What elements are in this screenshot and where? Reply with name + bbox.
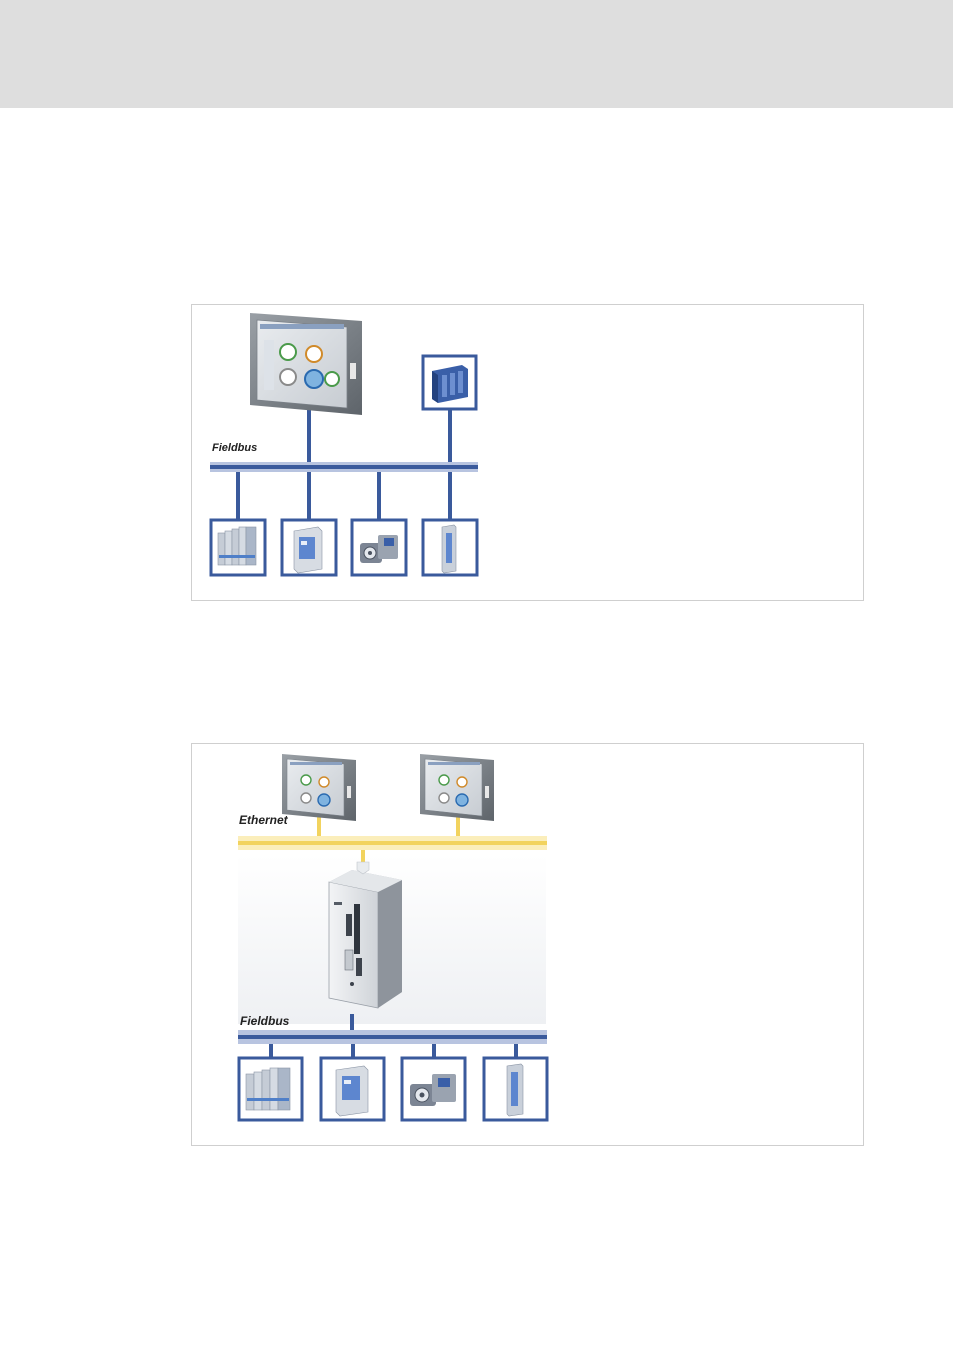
- field-drop-line: [514, 1044, 518, 1058]
- field-drop-line: [351, 1044, 355, 1058]
- field-drop-line: [377, 472, 381, 520]
- fieldbus-line: [210, 462, 478, 472]
- fieldbus-line: [238, 1030, 547, 1044]
- io-system-icon: [211, 520, 265, 575]
- motor-gearbox-icon: [352, 520, 406, 575]
- io-system-icon: [239, 1058, 302, 1120]
- servo-drive-icon: [484, 1058, 547, 1120]
- ethernet-drop-line: [317, 816, 321, 836]
- panel-pc-icon: [420, 754, 494, 821]
- fieldbus-label: Fieldbus: [212, 442, 257, 454]
- ethernet-fieldbus-topology-figure: Ethernet Fieldbus: [191, 743, 864, 1146]
- controller-drop-line: [448, 409, 452, 462]
- servo-drive-icon: [423, 520, 477, 575]
- ethernet-drop-line: [456, 816, 460, 836]
- inverter-icon: [321, 1058, 384, 1120]
- motor-gearbox-icon: [402, 1058, 465, 1120]
- ethernet-line: [238, 836, 547, 850]
- panel-pc-icon: [282, 754, 356, 821]
- field-drop-line: [307, 472, 311, 520]
- panel-pc-icon: [250, 313, 362, 415]
- page-header-band: [0, 0, 953, 108]
- ethernet-label: Ethernet: [239, 813, 289, 827]
- controller-fieldbus-drop-line: [350, 1014, 354, 1030]
- cabinet-controller-icon: [329, 862, 402, 1008]
- panel-drop-line: [307, 405, 311, 462]
- fieldbus-label: Fieldbus: [240, 1014, 290, 1028]
- field-drop-line: [269, 1044, 273, 1058]
- ethernet-fieldbus-topology-diagram: Ethernet Fieldbus: [192, 744, 863, 1145]
- field-drop-line: [448, 472, 452, 520]
- controller-rack-icon: [423, 356, 476, 409]
- inverter-icon: [282, 520, 336, 575]
- field-drop-line: [236, 472, 240, 520]
- field-drop-line: [432, 1044, 436, 1058]
- fieldbus-topology-diagram: Fieldbus: [192, 305, 863, 600]
- fieldbus-topology-figure: Fieldbus: [191, 304, 864, 601]
